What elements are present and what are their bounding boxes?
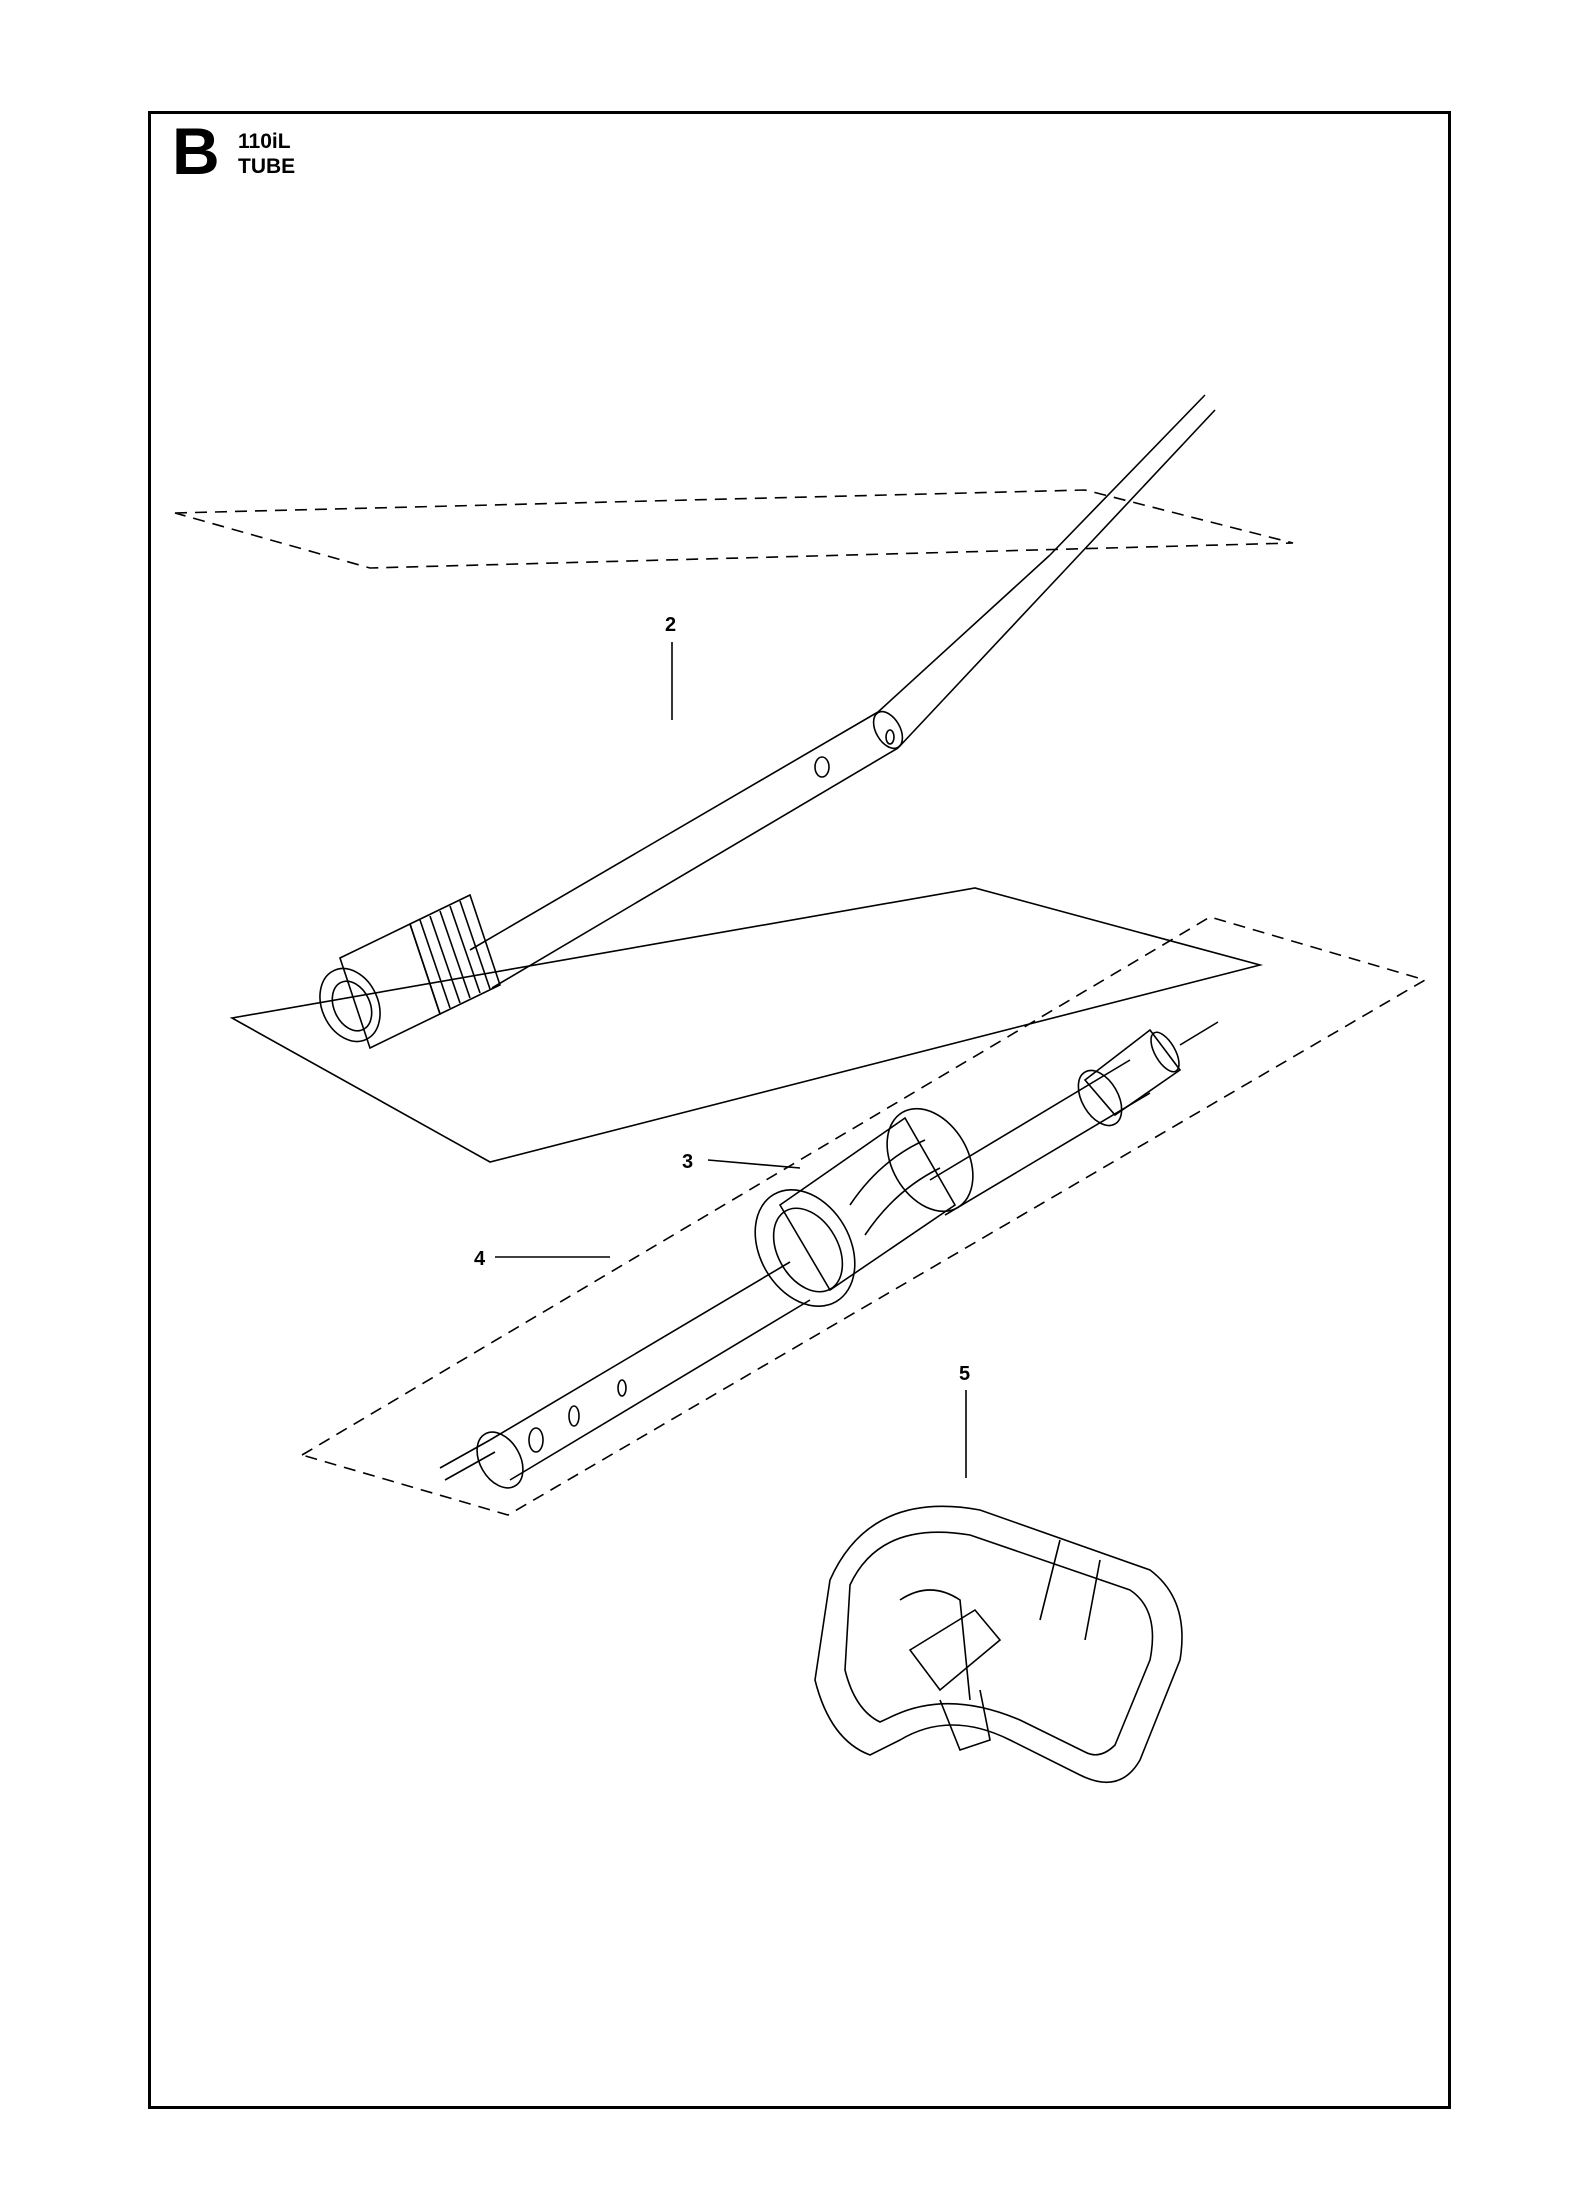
callout-4: 4: [474, 1248, 486, 1270]
group-box-part-2: [174, 489, 1294, 569]
callout-3: 3: [682, 1151, 693, 1173]
upper-tube: [319, 394, 1216, 1050]
reference-plane: [229, 887, 1264, 1163]
assembly-name: TUBE: [238, 155, 296, 179]
drawing-frame: [148, 111, 1451, 2109]
callout-5: 5: [959, 1363, 970, 1385]
callout-2: 2: [665, 614, 676, 636]
loop-handle: [814, 1505, 1183, 1784]
model-name: 110iL: [238, 130, 291, 153]
title-block: 110iL TUBE: [238, 129, 295, 179]
lower-tube: [439, 1021, 1219, 1489]
group-box-part-4: [300, 916, 1428, 1516]
section-letter: B: [172, 114, 220, 188]
leader-line-3: [707, 1159, 801, 1169]
